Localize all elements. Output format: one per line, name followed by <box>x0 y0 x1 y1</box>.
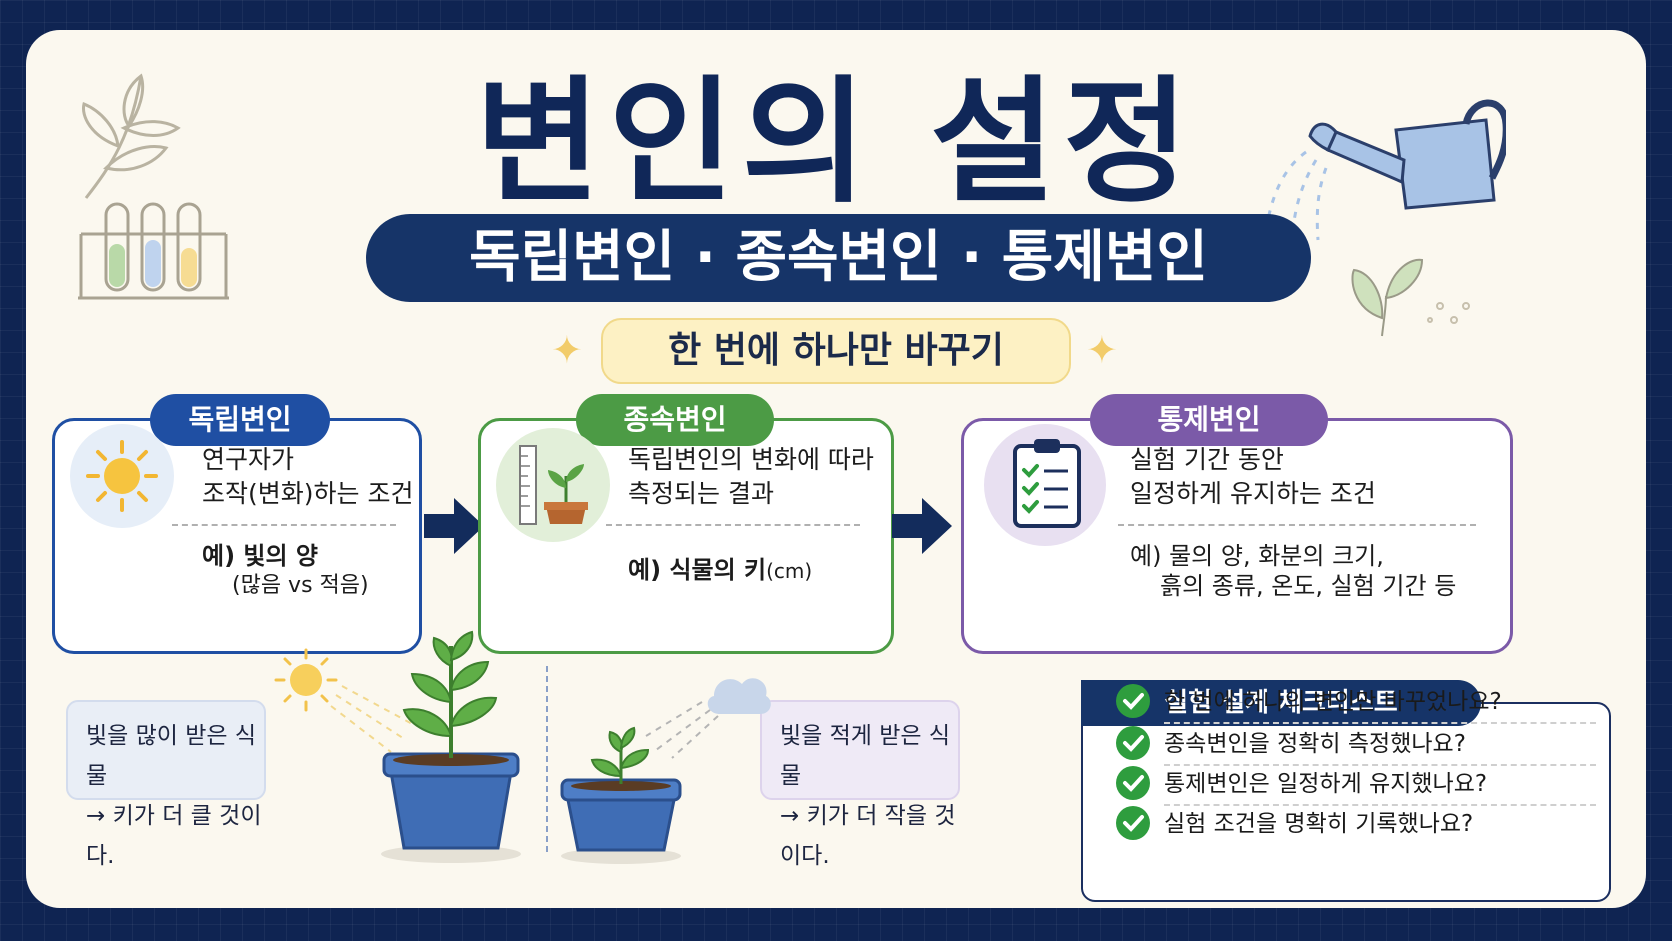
comparison-divider <box>546 666 548 852</box>
short-plant-icon <box>560 726 682 864</box>
divider <box>1164 722 1596 724</box>
dependent-def-line1: 독립변인의 변화에 따라 <box>628 445 874 474</box>
checklist-item-text: 통제변인은 일정하게 유지했나요? <box>1164 771 1488 797</box>
checkmark-icon <box>1116 806 1150 840</box>
divider <box>172 524 396 526</box>
control-def-line2: 일정하게 유지하는 조건 <box>1130 479 1376 508</box>
cloud-icon <box>645 678 771 759</box>
dependent-example: 예) 식물의 키(cm) <box>628 552 812 589</box>
much-light-outcome-box: 빛을 많이 받은 식물 → 키가 더 클 것이다. <box>66 700 266 869</box>
leaf-sprig-icon <box>82 73 181 199</box>
arrow-right-icon <box>892 498 952 554</box>
little-light-line1: 빛을 적게 받은 식물 <box>780 723 951 789</box>
much-light-line1: 빛을 많이 받은 식물 <box>86 723 257 789</box>
arrow-right-icon <box>424 498 484 554</box>
independent-example-line2: (많음 vs 적음) <box>232 573 369 598</box>
checklist-item: 종속변인을 정확히 측정했나요? <box>1116 724 1596 766</box>
checklist-item: 통제변인은 일정하게 유지했나요? <box>1116 764 1596 806</box>
independent-def-line1: 연구자가 <box>202 445 295 474</box>
little-light-outcome-box: 빛을 적게 받은 식물 → 키가 더 작을 것이다. <box>760 700 960 869</box>
sprout-icon <box>1351 258 1470 337</box>
checklist-item-text: 한 번에 하나의 변인만 바꾸었나요? <box>1164 689 1502 715</box>
checkmark-icon <box>1116 684 1150 718</box>
control-example-line1: 예) 물의 양, 화분의 크기, <box>1130 542 1384 570</box>
watering-can-icon <box>1264 99 1506 241</box>
much-light-line2: → 키가 더 클 것이다. <box>86 803 262 869</box>
ruler-plant-icon <box>519 445 588 525</box>
checklist-item: 실험 조건을 명확히 기록했나요? <box>1116 804 1596 844</box>
control-variable-tag: 통제변인 <box>1090 394 1328 446</box>
checkmark-icon <box>1116 766 1150 800</box>
independent-variable-tag: 독립변인 <box>150 394 330 446</box>
key-point-badge: 한 번에 하나만 바꾸기 <box>601 318 1071 384</box>
tall-plant-icon <box>381 630 521 863</box>
sun-rays-icon <box>274 648 417 753</box>
dependent-variable-tag: 종속변인 <box>576 394 774 446</box>
divider <box>606 524 860 526</box>
divider <box>1118 524 1476 526</box>
sun-icon <box>86 440 158 512</box>
checklist-item-text: 종속변인을 정확히 측정했나요? <box>1164 731 1466 757</box>
sparkle-icon: ✦ <box>551 328 583 372</box>
clipboard-icon <box>1013 439 1081 528</box>
independent-def-line2: 조작(변화)하는 조건 <box>202 479 414 508</box>
divider <box>1164 804 1596 806</box>
control-def-line1: 실험 기간 동안 <box>1130 445 1284 474</box>
subtitle-banner: 독립변인 · 종속변인 · 통제변인 <box>366 214 1311 302</box>
checklist-item-text: 실험 조건을 명확히 기록했나요? <box>1164 811 1474 837</box>
checklist-item: 한 번에 하나의 변인만 바꾸었나요? <box>1116 682 1596 724</box>
dependent-example-unit: (cm) <box>766 559 813 583</box>
sparkle-icon: ✦ <box>1086 328 1118 372</box>
test-tubes-icon <box>78 202 229 300</box>
infographic-card: 변인의 설정 독립변인 · 종속변인 · 통제변인 ✦ 한 번에 하나만 바꾸기… <box>26 30 1646 908</box>
page-title: 변인의 설정 <box>475 64 1197 222</box>
little-light-line2: → 키가 더 작을 것이다. <box>780 803 956 869</box>
divider <box>1164 764 1596 766</box>
dependent-def-line2: 측정되는 결과 <box>628 479 774 508</box>
independent-example-line1: 예) 빛의 양 <box>202 542 318 570</box>
dependent-example-text: 예) 식물의 키 <box>628 556 767 584</box>
checkmark-icon <box>1116 726 1150 760</box>
control-example-line2: 흙의 종류, 온도, 실험 기간 등 <box>1160 572 1457 600</box>
